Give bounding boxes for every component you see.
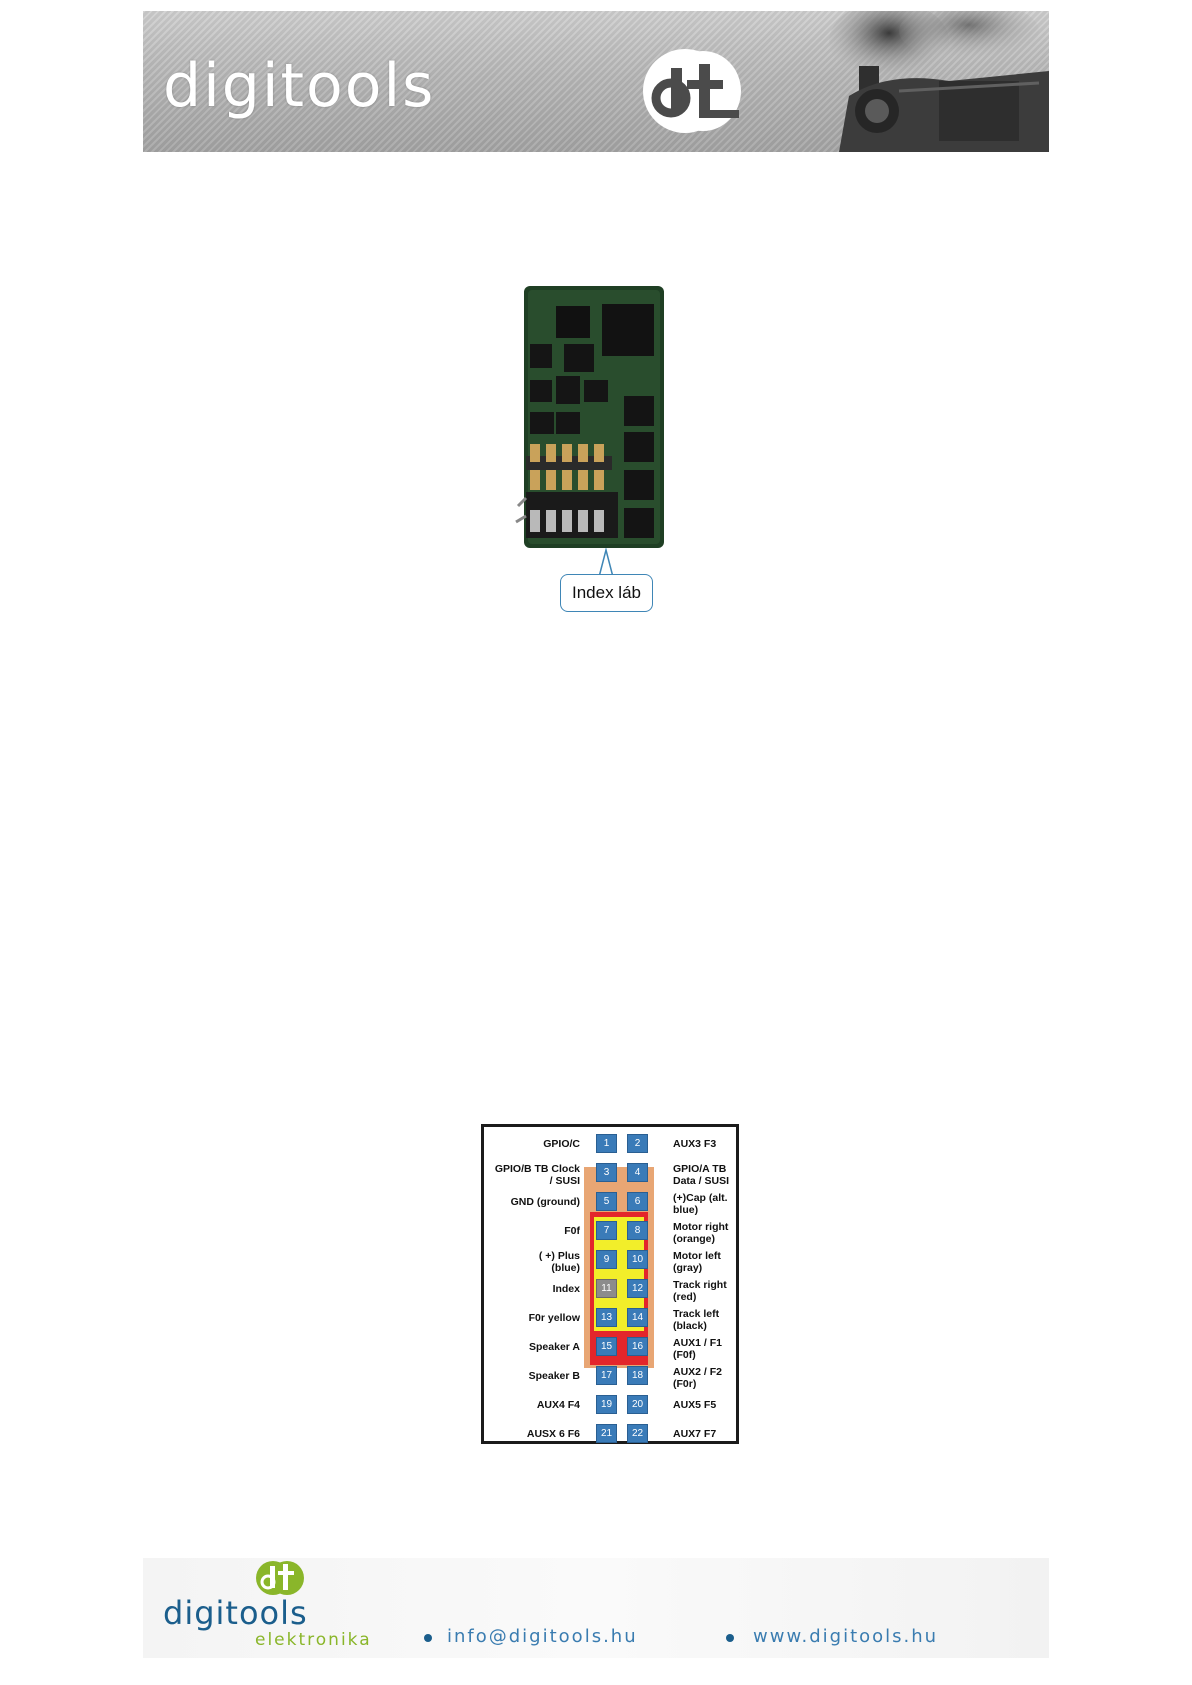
footer-dt-logo-icon (256, 1561, 304, 1595)
right-pin-label-line: GPIO/A TB (673, 1163, 727, 1175)
pin-11: 11 (596, 1279, 617, 1298)
pin-17: 17 (596, 1366, 617, 1385)
right-pin-label-line: (red) (673, 1291, 697, 1303)
pin-22: 22 (627, 1424, 648, 1443)
right-pin-label-line: (+)Cap (alt. (673, 1192, 728, 1204)
footer-subtitle: elektronika (255, 1630, 372, 1650)
pin-10: 10 (627, 1250, 648, 1269)
left-pin-label: F0f (484, 1225, 580, 1237)
right-pin-label-line: AUX2 / F2 (673, 1366, 723, 1378)
left-pin-label: GND (ground) (484, 1196, 580, 1208)
left-pin-label: Index (484, 1283, 580, 1295)
right-pin-label-line: (orange) (673, 1233, 715, 1245)
right-pin-label: AUX1 / F1(F0f) (673, 1337, 743, 1361)
pin-7: 7 (596, 1221, 617, 1240)
pin-2: 2 (627, 1134, 648, 1153)
right-pin-label: AUX5 F5 (673, 1399, 743, 1411)
decoder-photo-image (515, 286, 664, 548)
left-pin-label: F0r yellow (484, 1312, 580, 1324)
right-pin-label-line: Motor right (673, 1221, 729, 1233)
left-pin-label-line: Speaker B (528, 1370, 580, 1382)
pin-3: 3 (596, 1163, 617, 1182)
left-pin-label-line: GPIO/B TB Clock (494, 1163, 580, 1175)
footer: digitools elektronika info@digitools.hu … (143, 1558, 1049, 1658)
pin-21: 21 (596, 1424, 617, 1443)
left-pin-label-line: Speaker A (529, 1341, 580, 1353)
left-pin-label-line: AUSX 6 F6 (526, 1428, 580, 1440)
banner-brand-wordmark: digitools (163, 51, 436, 121)
pin-5: 5 (596, 1192, 617, 1211)
pin-15: 15 (596, 1337, 617, 1356)
left-pin-label: GPIO/B TB Clock/ SUSI (484, 1163, 580, 1187)
right-pin-label: AUX3 F3 (673, 1138, 743, 1150)
left-pin-label-line: GPIO/C (543, 1138, 580, 1150)
pin-12: 12 (627, 1279, 648, 1298)
right-pin-label: (+)Cap (alt.blue) (673, 1192, 743, 1216)
footer-brand: digitools (163, 1594, 308, 1632)
right-pin-label: Motor left(gray) (673, 1250, 743, 1274)
left-pin-label-line: ( +) Plus (538, 1250, 580, 1262)
right-pin-label-line: AUX7 F7 (673, 1428, 717, 1440)
left-pin-label-line: F0f (564, 1225, 580, 1237)
left-pin-label: Speaker B (484, 1370, 580, 1382)
left-pin-label-line: F0r yellow (528, 1312, 580, 1324)
pin-4: 4 (627, 1163, 648, 1182)
right-pin-label: AUX7 F7 (673, 1428, 743, 1440)
right-pin-label-line: AUX3 F3 (673, 1138, 717, 1150)
right-pin-label: Track right(red) (673, 1279, 743, 1303)
email-link[interactable]: info@digitools.hu (447, 1626, 638, 1647)
pin-6: 6 (627, 1192, 648, 1211)
right-pin-label-line: (F0r) (673, 1378, 697, 1390)
pin-18: 18 (627, 1366, 648, 1385)
pin-9: 9 (596, 1250, 617, 1269)
right-pin-label-line: Data / SUSI (673, 1175, 730, 1187)
left-pin-label: AUX4 F4 (484, 1399, 580, 1411)
pin-19: 19 (596, 1395, 617, 1414)
right-pin-label: Track left(black) (673, 1308, 743, 1332)
header-banner: digitools (143, 11, 1049, 152)
right-pin-label-line: Track left (673, 1308, 720, 1320)
pin-8: 8 (627, 1221, 648, 1240)
pin-16: 16 (627, 1337, 648, 1356)
right-pin-label-line: AUX1 / F1 (673, 1337, 723, 1349)
right-pin-label-line: (gray) (673, 1262, 703, 1274)
separator-dot-icon (424, 1634, 432, 1642)
steam-locomotive-image (829, 11, 1049, 152)
left-pin-label-line: (blue) (551, 1262, 580, 1274)
dt-logo-icon (643, 49, 741, 133)
left-pin-label: ( +) Plus(blue) (484, 1250, 580, 1274)
left-pin-label-line: AUX4 F4 (536, 1399, 580, 1411)
left-pin-label: AUSX 6 F6 (484, 1428, 580, 1440)
index-pin-callout: Index láb (560, 574, 653, 612)
pin-13: 13 (596, 1308, 617, 1327)
right-pin-label-line: (F0f) (673, 1349, 696, 1361)
left-pin-label-line: Index (552, 1283, 580, 1295)
right-pin-label-line: blue) (673, 1204, 699, 1216)
right-pin-label: Motor right(orange) (673, 1221, 743, 1245)
left-pin-label-line: / SUSI (549, 1175, 580, 1187)
right-pin-label-line: (black) (673, 1320, 707, 1332)
callout-pointer (598, 548, 614, 578)
left-pin-label: Speaker A (484, 1341, 580, 1353)
website-link[interactable]: www.digitools.hu (753, 1626, 939, 1647)
right-pin-label-line: Track right (673, 1279, 727, 1291)
separator-dot-icon (726, 1634, 734, 1642)
pin-1: 1 (596, 1134, 617, 1153)
right-pin-label: AUX2 / F2(F0r) (673, 1366, 743, 1390)
left-pin-label: GPIO/C (484, 1138, 580, 1150)
left-pin-label-line: GND (ground) (510, 1196, 580, 1208)
pin-14: 14 (627, 1308, 648, 1327)
right-pin-label-line: Motor left (673, 1250, 721, 1262)
pin-20: 20 (627, 1395, 648, 1414)
right-pin-label-line: AUX5 F5 (673, 1399, 717, 1411)
